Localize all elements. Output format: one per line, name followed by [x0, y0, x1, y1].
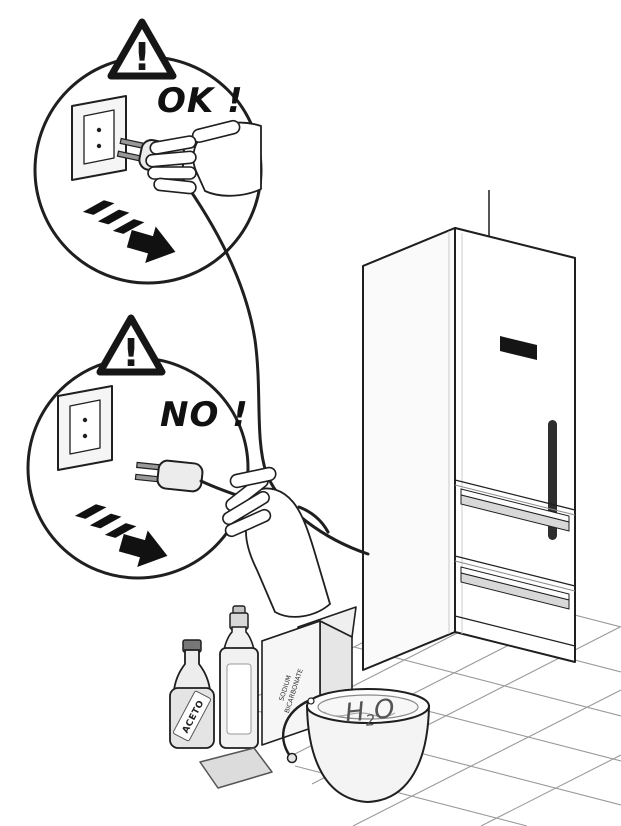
no-label: NO !	[160, 395, 249, 435]
drawer-gap-line	[454, 555, 576, 587]
wall-socket	[57, 385, 113, 471]
no-scene: NO !	[26, 318, 332, 618]
door-gap-line	[454, 479, 576, 511]
fridge-left-side	[362, 227, 456, 671]
fridge-door-front	[454, 227, 576, 663]
finger	[153, 177, 197, 195]
bucket-handle-knob	[286, 752, 298, 764]
fridge-display	[500, 336, 537, 360]
socket-recess	[69, 399, 101, 455]
vinegar-bottle: ACETO	[169, 639, 215, 749]
water-label-text: H2O	[344, 694, 397, 732]
cleaner-label-plate	[226, 663, 252, 735]
bucket-body	[305, 705, 431, 804]
finger	[149, 135, 197, 155]
bottle-neck	[172, 649, 212, 691]
cleaner-bottle	[219, 605, 259, 749]
ok-warning-triangle	[111, 22, 173, 79]
plug-body	[156, 459, 204, 493]
socket-pin-hole	[96, 143, 102, 149]
cleaning-cloth	[199, 747, 273, 789]
tile-line	[352, 689, 621, 826]
tile-line	[480, 754, 621, 826]
socket-recess	[83, 109, 115, 165]
freezer-drawer-1-handle-front	[460, 494, 570, 532]
cleaning-supplies: ACETO SODIUM BICARBONATE	[169, 605, 431, 804]
bottle-label-plate	[172, 690, 212, 742]
no-warning-triangle	[100, 318, 162, 375]
finger	[222, 490, 270, 526]
bucket-water-surface	[317, 694, 419, 720]
hand-gripping-plug	[145, 119, 262, 197]
finger	[145, 150, 197, 168]
fridge-base-line	[454, 615, 576, 647]
water-o: O	[373, 694, 396, 726]
water-bucket: H2O	[281, 688, 431, 804]
wall-socket	[71, 95, 127, 181]
finger	[224, 508, 272, 538]
water-wave-line	[323, 711, 396, 718]
socket-pin-hole	[82, 433, 88, 439]
water-subscript: 2	[365, 711, 376, 730]
bucket-handle-mount	[307, 697, 315, 705]
loose-cable-end	[297, 505, 330, 534]
drawer-gap-line	[454, 560, 576, 592]
hand-pulling-cable	[222, 466, 332, 618]
socket-pin-hole	[82, 417, 88, 423]
socket-pin-hole	[96, 127, 102, 133]
unplugged-power-plug	[134, 459, 204, 493]
bucket-handle	[281, 698, 311, 757]
finger	[147, 166, 197, 180]
refrigerator	[362, 227, 576, 671]
door-gap-line	[454, 484, 576, 516]
cleaner-shoulder	[223, 626, 255, 651]
water-h: H	[344, 697, 367, 729]
thumb	[229, 466, 277, 489]
tile-line	[353, 646, 621, 717]
freezer-drawer-2-handle-front	[460, 572, 570, 610]
ok-label: OK !	[157, 81, 244, 121]
